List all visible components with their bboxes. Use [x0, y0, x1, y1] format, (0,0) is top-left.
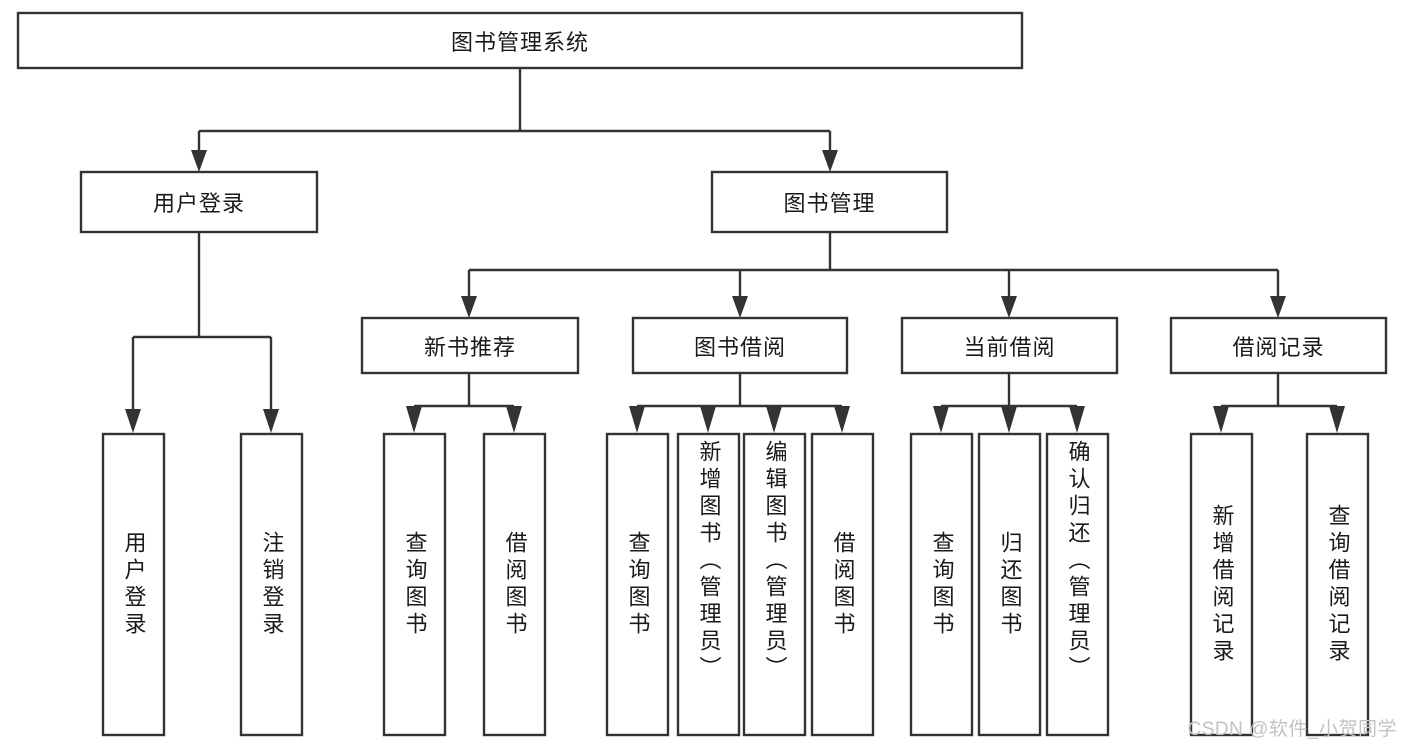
arrowhead-nb-leaf1 [406, 406, 422, 433]
arrowhead-bb-leaf4 [834, 406, 850, 433]
arrowhead-cb-leaf1 [933, 406, 949, 433]
arrowhead-cb-leaf2 [1001, 406, 1017, 433]
arrowhead-new-book [461, 296, 477, 318]
arrowhead-current-borrow [1001, 296, 1017, 318]
connectors-book-borrow-to-leaves [629, 373, 850, 433]
node-box-root[interactable] [16, 11, 1024, 70]
node-box-leaf-bb-add[interactable] [676, 432, 741, 737]
node-box-leaf-nb-borrow[interactable] [482, 432, 547, 737]
node-box-leaf-cb-query[interactable] [909, 432, 974, 737]
connectors-root-to-level2 [191, 68, 838, 172]
connectors-borrow-record-to-leaves [1213, 373, 1345, 433]
connectors-book-manage-to-level3 [461, 232, 1286, 318]
node-box-leaf-nb-query[interactable] [382, 432, 447, 737]
connectors-new-book-to-leaves [406, 373, 522, 433]
node-box-leaf-br-add[interactable] [1189, 432, 1254, 737]
node-box-leaf-logout[interactable] [239, 432, 304, 737]
connectors-current-borrow-to-leaves [933, 373, 1085, 433]
arrowhead-leaf-user-login [125, 409, 141, 433]
arrowhead-borrow-record [1270, 296, 1286, 318]
arrowhead-user-login [191, 150, 207, 172]
node-box-leaf-bb-borrow[interactable] [810, 432, 875, 737]
arrowhead-leaf-logout [263, 409, 279, 433]
arrowhead-br-leaf2 [1329, 406, 1345, 433]
arrowhead-br-leaf1 [1213, 406, 1229, 433]
node-box-leaf-cb-confirm[interactable] [1045, 432, 1110, 737]
node-box-borrow-record[interactable] [1169, 316, 1388, 375]
arrowhead-nb-leaf2 [506, 406, 522, 433]
node-box-new-book-recommend[interactable] [360, 316, 580, 375]
arrowhead-book-borrow [732, 296, 748, 318]
node-box-leaf-bb-edit[interactable] [742, 432, 807, 737]
node-box-current-borrow[interactable] [900, 316, 1119, 375]
node-box-user-login[interactable] [79, 170, 319, 234]
node-box-leaf-user-login[interactable] [101, 432, 166, 737]
node-box-leaf-br-query[interactable] [1305, 432, 1370, 737]
arrowhead-bb-leaf3 [766, 406, 782, 433]
node-box-book-manage[interactable] [710, 170, 949, 234]
node-box-leaf-cb-return[interactable] [977, 432, 1042, 737]
connectors-user-login-to-leaves [125, 232, 279, 433]
node-box-book-borrow[interactable] [631, 316, 849, 375]
arrowhead-bb-leaf1 [629, 406, 645, 433]
arrowhead-bb-leaf2 [700, 406, 716, 433]
arrowhead-book-manage [822, 150, 838, 172]
arrowhead-cb-leaf3 [1069, 406, 1085, 433]
node-box-leaf-bb-query[interactable] [605, 432, 670, 737]
